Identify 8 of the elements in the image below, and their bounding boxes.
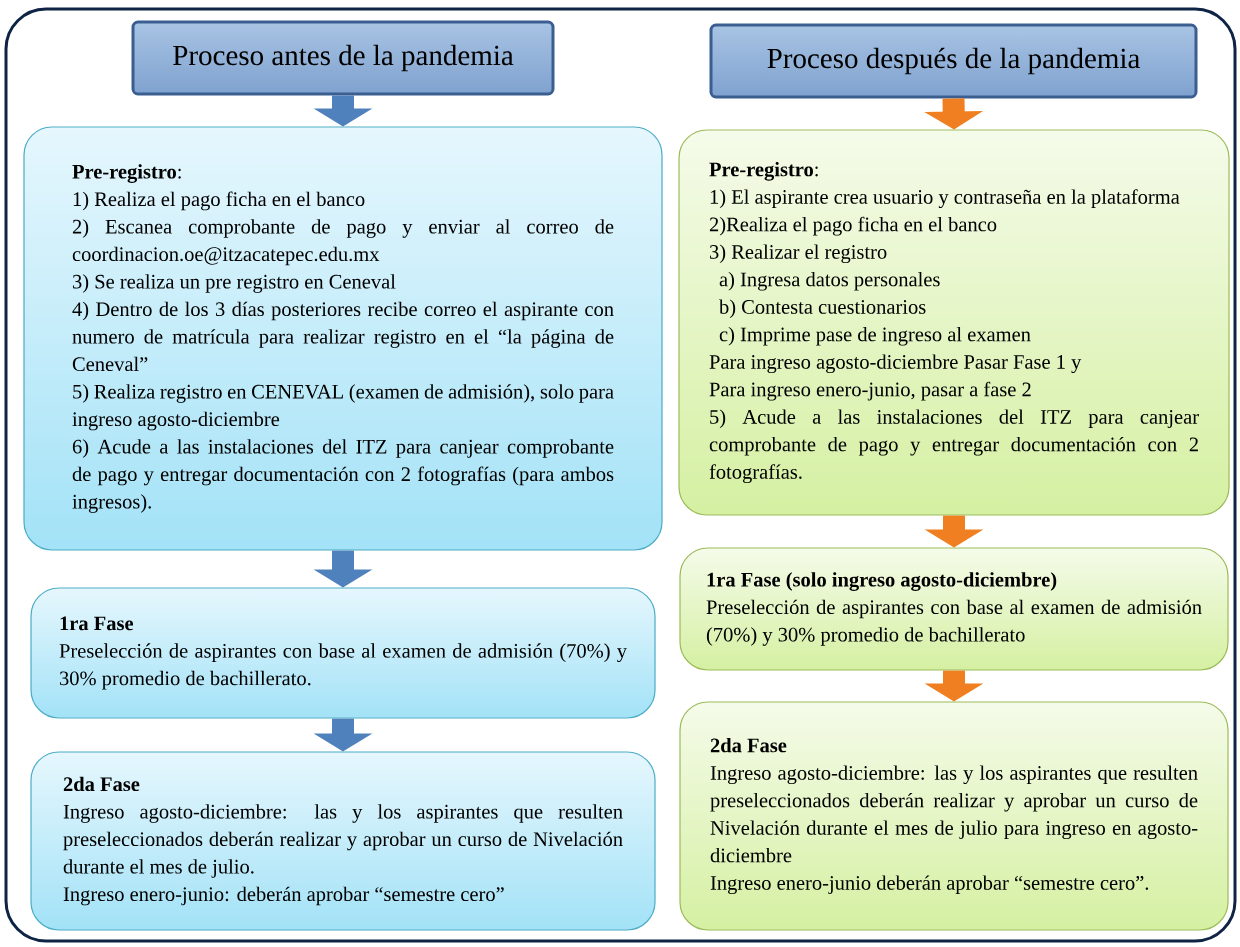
title-banner: Proceso después de la pandemia [709, 23, 1198, 99]
step-box: Pre-registro: 1) El aspirante crea usuario y contraseña en la plataforma 2)Realiza el pago ficha en el banco 3) Realizar el registro a) Ingresa datos personales b) Contesta cuestionarios c) Imprime pase de ingreso al examen Para ingreso agosto-diciembre Pasar Fase 1 y Para ingreso enero-junio, pasar a fase 2 5) Acude a las instalaciones del ITZ para canjear comprobante de pago y entregar documentación con 2 fotografías. [678, 129, 1230, 516]
step-box: 1ra Fase (solo ingreso agosto-diciembre) Preselección de aspirantes con base al examen de admisión (70%) y 30% promedio de bachillerato [679, 547, 1229, 671]
title-banner: Proceso antes de la pandemia [131, 20, 555, 96]
step-box: 1ra Fase Preselección de aspirantes con base al examen de admisión (70%) y 30% promedio de bachillerato. [30, 587, 656, 719]
step-box: 2da Fase Ingreso agosto-diciembre: las y los aspirantes que resulten preseleccionados deberán realizar y aprobar un curso de Nivelación durante el mes de julio para ingreso en agosto-diciembre Ingreso enero-junio deberán aprobar “semestre cero”. [679, 701, 1229, 931]
step-box: 2da Fase Ingreso agosto-diciembre: las y los aspirantes que resulten preseleccionados deberán realizar y aprobar un curso de Nivelación durante el mes de julio. Ingreso enero-junio: deberán aprobar “semestre cero” [30, 751, 656, 931]
step-box: Pre-registro: 1) Realiza el pago ficha en el banco 2) Escanea comprobante de pago y enviar al correo de coordinacion.oe@itzacatepec.edu.mx 3) Se realiza un pre registro en Ceneval 4) Dentro de los 3 días posteriores recibe correo el aspirante con numero de matrícula para realizar registro en el “la página de Ceneval” 5) Realiza registro en CENEVAL (examen de admisión), solo para ingreso agosto-diciembre 6) Acude a las instalaciones del ITZ para canjear comprobante de pago y entregar documentación con 2 fotografías (para ambos ingresos). [23, 126, 663, 551]
